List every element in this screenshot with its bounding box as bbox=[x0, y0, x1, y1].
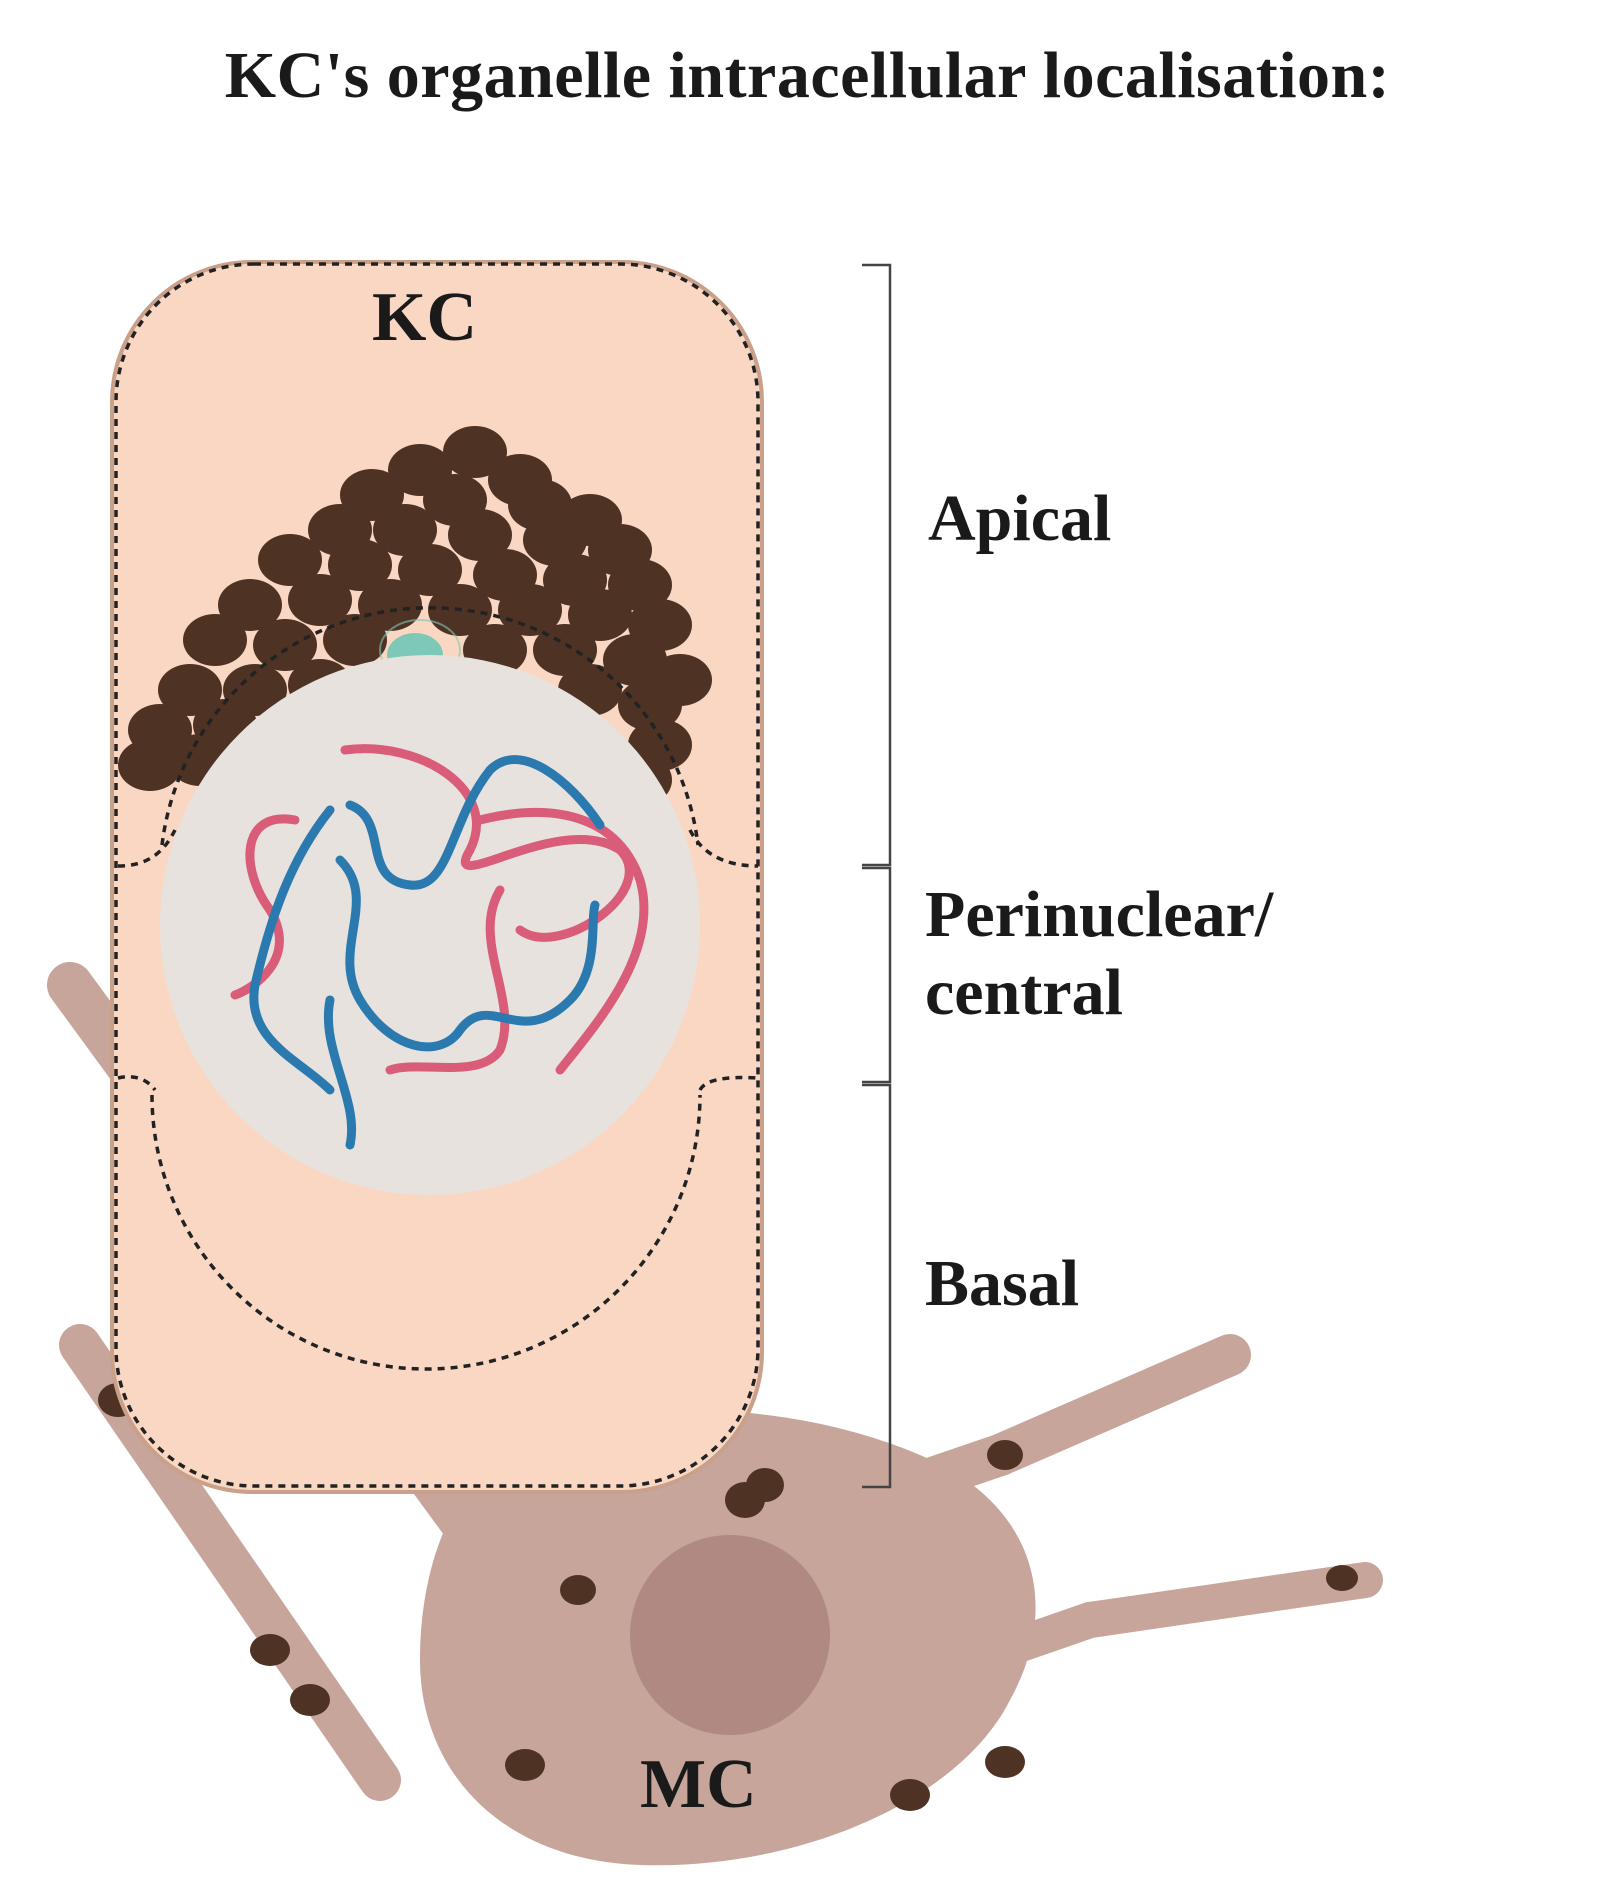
melanosome bbox=[158, 664, 222, 716]
melanosome bbox=[987, 1440, 1023, 1470]
melanosome bbox=[890, 1779, 930, 1811]
melanosome bbox=[1326, 1565, 1358, 1591]
melanosome bbox=[498, 584, 562, 636]
region-bracket bbox=[862, 263, 892, 1489]
melanosome bbox=[505, 1749, 545, 1781]
melanosome bbox=[323, 614, 387, 666]
keratinocyte bbox=[110, 260, 764, 1494]
melanosome bbox=[533, 624, 597, 676]
figure-title: KC's organelle intracellular localisatio… bbox=[224, 39, 1391, 112]
melanosome bbox=[218, 579, 282, 631]
chromosome-blue bbox=[335, 855, 600, 1052]
mc-label: MC bbox=[640, 1746, 757, 1823]
basal-boundary bbox=[117, 1075, 759, 1092]
melanosome bbox=[290, 1684, 330, 1716]
melanosome bbox=[560, 1575, 596, 1605]
nucleus-dashed-outline bbox=[160, 606, 700, 846]
melanosome bbox=[258, 534, 322, 586]
region-label-perinuclear: Perinuclear/ central bbox=[925, 876, 1273, 1032]
melanosome bbox=[523, 514, 587, 566]
nucleus-dashed-lower bbox=[150, 1094, 702, 1371]
keratinocyte-nucleus bbox=[160, 655, 700, 1195]
melanosome bbox=[288, 574, 352, 626]
keratinocyte-dashed-outline bbox=[114, 262, 760, 1488]
apical-boundary bbox=[117, 829, 759, 868]
melanosome bbox=[250, 1634, 290, 1666]
melanosome bbox=[118, 739, 182, 791]
region-label-apical: Apical bbox=[928, 482, 1112, 555]
melanosome bbox=[448, 509, 512, 561]
melanosome bbox=[328, 539, 392, 591]
melanosome bbox=[443, 426, 507, 478]
melanosome bbox=[183, 614, 247, 666]
bracket-perinuclear bbox=[862, 866, 892, 1084]
bracket-basal bbox=[862, 1083, 892, 1489]
melanosome bbox=[985, 1746, 1025, 1778]
melanosome bbox=[568, 589, 632, 641]
region-label-perinuclear-line2: central bbox=[925, 956, 1123, 1029]
melanosome bbox=[373, 504, 437, 556]
chromosomes bbox=[230, 744, 649, 1150]
melanosome bbox=[398, 544, 462, 596]
chromosome-red bbox=[385, 885, 510, 1075]
region-label-basal: Basal bbox=[925, 1247, 1080, 1320]
melanocyte-nucleus bbox=[630, 1535, 830, 1735]
melanosome bbox=[253, 619, 317, 671]
chromosome-red bbox=[475, 808, 649, 1075]
kc-label: KC bbox=[372, 279, 477, 356]
melanosome bbox=[746, 1468, 784, 1502]
chromosome-blue bbox=[345, 755, 605, 890]
melanosome-cap bbox=[118, 426, 712, 806]
chromosome-blue bbox=[324, 995, 356, 1150]
region-label-perinuclear-line1: Perinuclear/ bbox=[925, 878, 1274, 951]
chromosome-red bbox=[340, 744, 634, 942]
melanosome bbox=[358, 579, 422, 631]
melanosome bbox=[618, 679, 682, 731]
chromosome-blue bbox=[249, 805, 335, 1095]
bracket-apical bbox=[862, 263, 892, 867]
